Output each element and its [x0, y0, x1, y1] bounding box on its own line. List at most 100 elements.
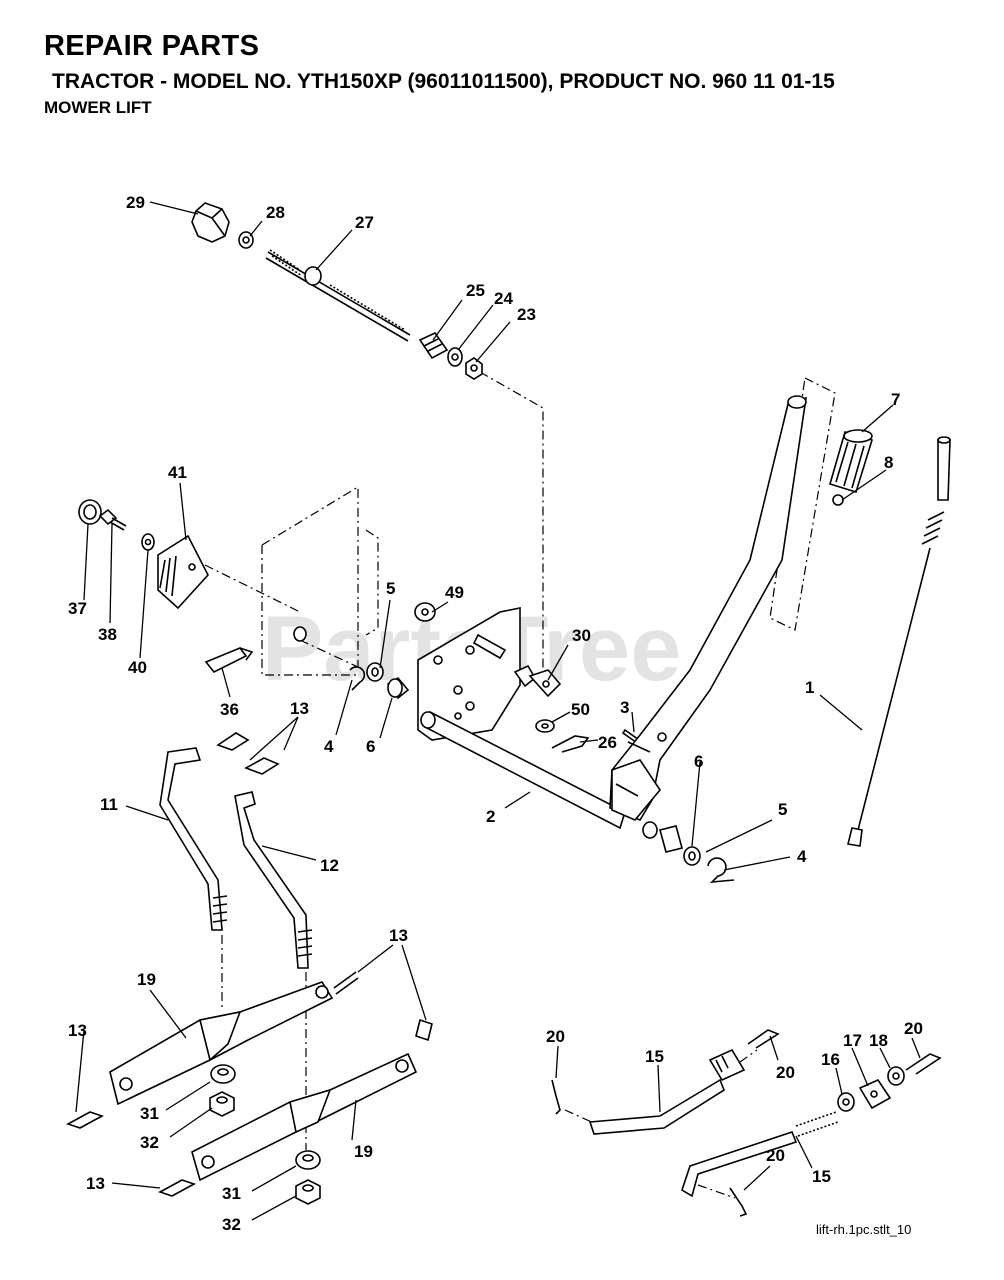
callout-numbers: 1 2 3 4 4 5 5 6 6 7 8 11 12 13 13 13 13 …: [68, 193, 923, 1234]
callout-26: 26: [598, 733, 617, 752]
callout-1: 1: [805, 678, 814, 697]
callout-49: 49: [445, 583, 464, 602]
lift-bracket-plate: [417, 607, 521, 741]
callout-38: 38: [98, 625, 117, 644]
callout-31-lower: 31: [222, 1184, 241, 1203]
part-37-ring: [78, 499, 102, 525]
callout-41: 41: [168, 463, 187, 482]
lift-lever-arm: [609, 395, 807, 821]
part-24-washer: [447, 347, 463, 367]
part-15-rod-lower: [681, 1111, 839, 1198]
callout-16: 16: [821, 1050, 840, 1069]
callout-13-mid: 13: [389, 926, 408, 945]
part-4-retainer-right: [707, 857, 735, 883]
callout-13-left: 13: [68, 1021, 87, 1040]
part-1-lift-link-rod: [847, 436, 951, 847]
callout-31-upper: 31: [140, 1104, 159, 1123]
part-7-grip: [829, 429, 874, 493]
callout-8: 8: [884, 453, 893, 472]
part-5-washer-left: [366, 662, 384, 682]
part-6-bushing-left: [386, 676, 410, 700]
callout-4-right: 4: [797, 847, 807, 866]
callout-40: 40: [128, 658, 147, 677]
callout-20-mid: 20: [776, 1063, 795, 1082]
callout-7: 7: [891, 390, 900, 409]
part-13-clip-mid: [333, 971, 433, 1042]
callout-5-right: 5: [778, 800, 787, 819]
callout-27: 27: [355, 213, 374, 232]
part-16-nut: [837, 1092, 855, 1112]
part-31-bushing-lower: [295, 1150, 321, 1170]
assembly-lines: [204, 371, 836, 1199]
part-50-washer: [535, 719, 555, 733]
callout-25: 25: [466, 281, 485, 300]
model-subtitle: TRACTOR - MODEL NO. YTH150XP (9601101150…: [52, 70, 835, 93]
callout-13-bottom: 13: [86, 1174, 105, 1193]
callout-32-upper: 32: [140, 1133, 159, 1152]
callout-18: 18: [869, 1031, 888, 1050]
part-19-lift-arm-upper: [109, 981, 334, 1106]
part-17-swivel-block: [858, 1078, 892, 1110]
callout-19-lower: 19: [354, 1142, 373, 1161]
callout-3: 3: [620, 698, 629, 717]
part-2-lift-shaft: [420, 710, 626, 830]
leader-lines: [75, 201, 921, 1221]
callout-50: 50: [571, 700, 590, 719]
callout-6-right: 6: [694, 752, 703, 771]
callout-17: 17: [843, 1031, 862, 1050]
frame-bracket-stud: [293, 626, 307, 642]
page-title: REPAIR PARTS: [44, 30, 260, 62]
callout-6-left: 6: [366, 737, 375, 756]
part-29-knob: [191, 202, 230, 243]
callout-4-left: 4: [324, 737, 334, 756]
callout-20-left: 20: [546, 1027, 565, 1046]
part-6-bushing-right: [642, 821, 683, 853]
part-5-washer-right: [683, 846, 701, 866]
part-20-hairpins: [551, 1029, 942, 1217]
part-41-height-adjust-knob: [157, 534, 209, 610]
callout-15-upper: 15: [645, 1047, 664, 1066]
part-32-nut-lower: [295, 1179, 321, 1205]
callout-11: 11: [100, 795, 118, 814]
part-12-lift-link: [234, 791, 313, 969]
part-26-hairpin: [551, 735, 590, 753]
part-40-washer: [141, 533, 155, 551]
callout-32-lower: 32: [222, 1215, 241, 1234]
part-15-rod-upper: [588, 1048, 746, 1135]
callout-5-left: 5: [386, 579, 395, 598]
part-31-bushing-upper: [210, 1064, 236, 1084]
part-27-adjustment-rod: [265, 249, 411, 342]
callout-20-right: 20: [904, 1019, 923, 1038]
callout-28: 28: [266, 203, 285, 222]
part-13-clips-upper: [216, 732, 280, 775]
part-28-nut: [238, 231, 254, 249]
callout-12: 12: [320, 856, 339, 875]
part-11-lift-link: [159, 747, 228, 931]
part-49-washer: [414, 602, 436, 622]
part-23-nut: [465, 357, 483, 380]
callout-37: 37: [68, 599, 87, 618]
part-25-spring: [418, 331, 449, 360]
callout-20-bottom: 20: [766, 1146, 785, 1165]
part-19-lift-arm-lower: [191, 1052, 418, 1182]
part-4-retainer-left: [349, 666, 366, 691]
part-32-nut-upper: [209, 1091, 235, 1117]
part-18-nut: [887, 1066, 905, 1086]
section-title: MOWER LIFT: [44, 98, 152, 117]
callout-29: 29: [126, 193, 145, 212]
part-30-ferrule: [513, 664, 562, 698]
part-38-screw: [98, 508, 127, 531]
callout-19-upper: 19: [137, 970, 156, 989]
callout-2: 2: [486, 807, 495, 826]
part-13-clips-lower: [66, 1111, 196, 1197]
callout-30: 30: [572, 626, 591, 645]
part-36-clip: [204, 647, 254, 674]
callout-24: 24: [494, 289, 513, 308]
part-8-cap: [832, 494, 844, 506]
callout-36: 36: [220, 700, 239, 719]
callout-13-upper: 13: [290, 699, 309, 718]
callout-15-lower: 15: [812, 1167, 831, 1186]
callout-23: 23: [517, 305, 536, 324]
